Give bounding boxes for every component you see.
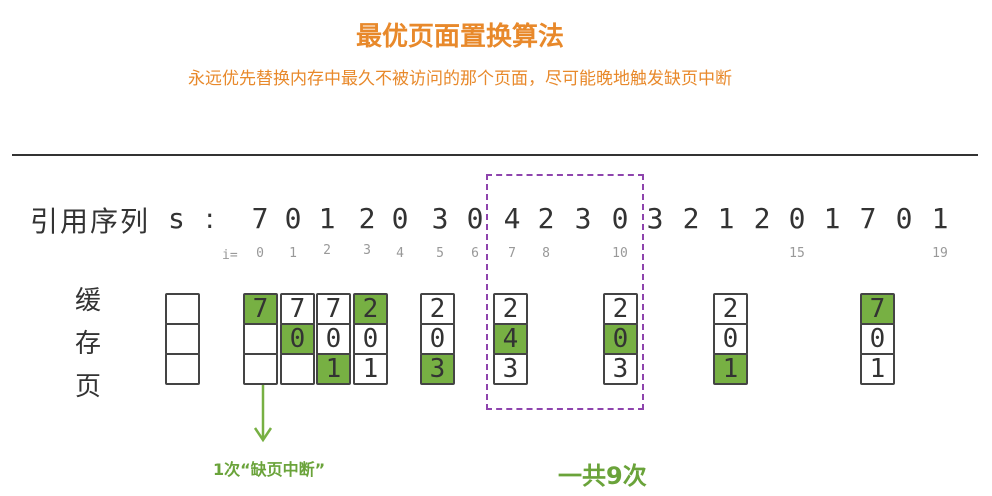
cache-cell — [165, 353, 200, 385]
cache-cell: 0 — [860, 323, 895, 355]
cache-cell: 3 — [603, 353, 638, 385]
cache-cell: 2 — [420, 293, 455, 325]
cache-cell: 0 — [420, 323, 455, 355]
index-label: 10 — [612, 246, 628, 261]
sequence-item: 0 — [391, 202, 409, 235]
cache-cell: 1 — [860, 353, 895, 385]
diagram-title: 最优页面置换算法 — [355, 22, 564, 52]
cache-cell: 0 — [713, 323, 748, 355]
sequence-item: 4 — [503, 202, 521, 235]
cache-cell: 4 — [493, 323, 528, 355]
sequence-item: 3 — [646, 202, 664, 235]
index-label: 7 — [508, 246, 516, 261]
sequence-item: 0 — [284, 202, 302, 235]
sequence-item: 1 — [318, 202, 336, 235]
cache-cell: 0 — [603, 323, 638, 355]
sequence-var: s — [168, 202, 185, 235]
sequence-item: 0 — [466, 202, 484, 235]
cache-cell: 3 — [493, 353, 528, 385]
sequence-item: 2 — [753, 202, 771, 235]
cache-cell: 2 — [493, 293, 528, 325]
cache-cell — [243, 353, 278, 385]
sequence-item: 7 — [859, 202, 877, 235]
cache-cell: 1 — [713, 353, 748, 385]
index-label: 1 — [289, 246, 297, 261]
sequence-item: 1 — [823, 202, 841, 235]
index-label: 4 — [396, 246, 404, 261]
sequence-item: 0 — [611, 202, 629, 235]
cache-cell: 2 — [713, 293, 748, 325]
cache-cell — [165, 323, 200, 355]
total-faults: 一共9次 — [558, 462, 647, 490]
cache-cell: 2 — [353, 293, 388, 325]
sequence-item: 1 — [717, 202, 735, 235]
index-label: 19 — [932, 246, 948, 261]
cache-cell: 0 — [280, 323, 315, 355]
sequence-item: 0 — [895, 202, 913, 235]
highlight-dashed-box — [486, 174, 644, 410]
sequence-item: 2 — [537, 202, 555, 235]
cache-cell: 7 — [243, 293, 278, 325]
index-label: 0 — [256, 246, 264, 261]
cache-cell — [243, 323, 278, 355]
cache-cell: 7 — [280, 293, 315, 325]
cache-cell — [165, 293, 200, 325]
sequence-colon: : — [205, 202, 215, 235]
index-label: 6 — [471, 246, 479, 261]
index-prefix: i= — [222, 248, 238, 263]
sequence-item: 1 — [931, 202, 949, 235]
sequence-item: 7 — [251, 202, 269, 235]
sequence-item: 3 — [574, 202, 592, 235]
cache-cell — [280, 353, 315, 385]
cache-label-char: 存 — [75, 329, 102, 359]
sequence-label: 引用序列 — [30, 205, 151, 238]
sequence-item: 0 — [788, 202, 806, 235]
index-label: 2 — [323, 243, 331, 258]
diagram-subtitle: 永远优先替换内存中最久不被访问的那个页面，尽可能晚地触发缺页中断 — [188, 69, 732, 89]
index-label: 15 — [789, 246, 805, 261]
index-label: 3 — [363, 243, 371, 258]
cache-cell: 7 — [860, 293, 895, 325]
cache-cell: 2 — [603, 293, 638, 325]
cache-cell: 1 — [316, 353, 351, 385]
cache-label-char: 缓 — [75, 286, 102, 316]
index-label: 5 — [436, 246, 444, 261]
down-arrow-icon — [253, 384, 273, 443]
sequence-item: 2 — [682, 202, 700, 235]
cache-cell: 3 — [420, 353, 455, 385]
sequence-item: 2 — [358, 202, 376, 235]
sequence-item: 3 — [431, 202, 449, 235]
index-label: 8 — [542, 246, 550, 261]
fault-note: 1次“缺页中断” — [213, 460, 326, 479]
cache-label-char: 页 — [75, 372, 102, 402]
cache-cell: 7 — [316, 293, 351, 325]
divider — [12, 154, 978, 156]
cache-cell: 1 — [353, 353, 388, 385]
cache-cell: 0 — [353, 323, 388, 355]
cache-cell: 0 — [316, 323, 351, 355]
